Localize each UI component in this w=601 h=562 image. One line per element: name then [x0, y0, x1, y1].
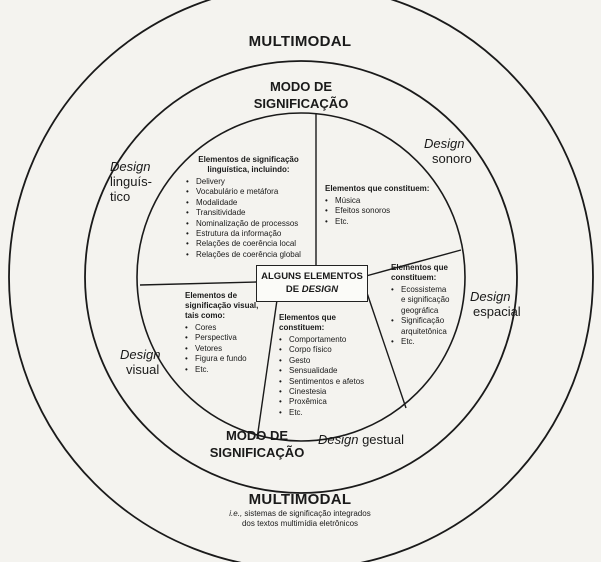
sector-sound: Elementos que constituem: Música Efeitos…	[325, 184, 435, 228]
sector-spatial-list: Ecossistema e significação geográfica Si…	[391, 285, 455, 348]
list-item: Perspectiva	[185, 333, 273, 344]
design-spatial-word: espacial	[473, 303, 521, 319]
center-line2: DE DESIGN	[286, 284, 338, 296]
design-linguistic-word1: linguís-	[110, 173, 152, 189]
outer-bottom-note: i.e., sistemas de significação integrado…	[200, 509, 400, 530]
sector-visual-title: Elementos de significação visual, tais c…	[185, 291, 273, 321]
sector-gestural-title1: Elementos que	[279, 313, 336, 322]
list-item: Significação	[391, 316, 455, 327]
list-item: Etc.	[279, 408, 379, 419]
list-item: Figura e fundo	[185, 354, 273, 365]
design-linguistic-italic: Design	[110, 159, 151, 174]
sector-linguistic-list: Delivery Vocabulário e metáfora Modalida…	[186, 177, 311, 261]
list-item: Modalidade	[186, 198, 311, 209]
center-line2-prefix: DE	[285, 283, 302, 295]
sector-spatial-title2: constituem:	[391, 273, 437, 282]
list-item: Relações de coerência local	[186, 239, 311, 250]
list-item: Cores	[185, 323, 273, 334]
design-sound-italic: Design	[424, 136, 465, 151]
list-item: Proxêmica	[279, 397, 379, 408]
sector-gestural-list: Comportamento Corpo físico Gesto Sensual…	[279, 335, 379, 419]
list-item: Etc.	[185, 365, 273, 376]
mode-title-bottom: MODO DE SIGNIFICAÇÃO	[192, 428, 322, 462]
list-item: Nominalização de processos	[186, 219, 311, 230]
note-prefix: i.e.,	[229, 509, 243, 518]
divider-sound-spatial	[365, 249, 462, 277]
sector-visual: Elementos de significação visual, tais c…	[185, 291, 273, 375]
design-gestural-italic: Design	[318, 432, 359, 447]
list-item: Sensualidade	[279, 366, 379, 377]
list-item: Vetores	[185, 344, 273, 355]
middle-circle-modes	[84, 60, 518, 494]
sector-spatial-title: Elementos que constituem:	[391, 263, 455, 283]
note-line2: dos textos multimídia eletrônicos	[241, 519, 359, 529]
design-spatial-label: Design espacial	[470, 289, 540, 320]
divider-visual-linguistic	[139, 281, 257, 286]
design-gestural-label: Design gestual	[318, 432, 438, 448]
list-item-continuation: arquitetônica	[401, 326, 447, 336]
list-item-continuation: geográfica	[401, 305, 439, 315]
center-box: ALGUNS ELEMENTOS DE DESIGN	[256, 265, 368, 302]
list-item: Comportamento	[279, 335, 379, 346]
design-gestural-word: gestual	[358, 432, 405, 447]
sector-visual-title3: tais como:	[185, 311, 226, 320]
design-visual-label: Design visual	[120, 347, 180, 378]
list-item: Etc.	[391, 337, 455, 348]
sector-visual-title1: Elementos de	[185, 291, 238, 300]
sector-sound-title: Elementos que constituem:	[325, 184, 430, 193]
list-item: Delivery	[186, 177, 311, 188]
sector-visual-title2: significação visual,	[185, 301, 259, 310]
sector-gestural: Elementos que constituem: Comportamento …	[279, 313, 379, 419]
sector-visual-list: Cores Perspectiva Vetores Figura e fundo…	[185, 323, 273, 375]
mode-top-line1: MODO DE	[269, 79, 333, 94]
list-item: Vocabulário e metáfora	[186, 187, 311, 198]
list-item: Cinestesia	[279, 387, 379, 398]
sector-spatial-title1: Elementos que	[391, 263, 448, 272]
list-item: Gesto	[279, 356, 379, 367]
design-linguistic-word2: tico	[110, 188, 131, 204]
list-item-continuation: e significação	[401, 295, 450, 305]
design-sound-label: Design sonoro	[424, 136, 494, 167]
sector-linguistic-title1: Elementos de significação	[198, 155, 299, 164]
mode-bottom-line2: SIGNIFICAÇÃO	[209, 444, 305, 460]
design-linguistic-label: Design linguís- tico	[110, 159, 170, 205]
list-item: Etc.	[325, 217, 435, 228]
outer-title-bottom: MULTIMODAL	[248, 491, 352, 508]
design-spatial-italic: Design	[470, 289, 511, 304]
sector-linguistic: Elementos de significação linguística, i…	[186, 155, 311, 261]
list-item: Sentimentos e afetos	[279, 377, 379, 388]
outer-title-top: MULTIMODAL	[248, 33, 352, 50]
mode-top-line2: SIGNIFICAÇÃO	[253, 95, 349, 111]
design-visual-italic: Design	[120, 347, 161, 362]
mode-title-top: MODO DE SIGNIFICAÇÃO	[236, 79, 366, 113]
sector-linguistic-title: Elementos de significação linguística, i…	[186, 155, 311, 175]
list-item: Relações de coerência global	[186, 250, 311, 261]
sector-gestural-title: Elementos que constituem:	[279, 313, 379, 333]
sector-gestural-title2: constituem:	[279, 323, 325, 332]
list-item: Ecossistema	[391, 285, 455, 296]
outer-circle-multimodal	[8, 0, 594, 562]
list-item: Corpo físico	[279, 345, 379, 356]
design-visual-word: visual	[126, 361, 160, 377]
sector-sound-list: Música Efeitos sonoros Etc.	[325, 196, 435, 228]
center-line1: ALGUNS ELEMENTOS	[261, 271, 363, 283]
divider-spatial-gestural	[365, 289, 407, 409]
list-item: Efeitos sonoros	[325, 206, 435, 217]
list-item: Transitividade	[186, 208, 311, 219]
note-line1: sistemas de significação integrados	[242, 509, 371, 518]
list-item: Música	[325, 196, 435, 207]
list-item: Estrutura da informação	[186, 229, 311, 240]
inner-circle-elements	[136, 112, 466, 442]
design-sound-word: sonoro	[432, 150, 472, 166]
sector-spatial: Elementos que constituem: Ecossistema e …	[391, 263, 455, 348]
center-line2-italic: DESIGN	[301, 283, 339, 295]
mode-bottom-line1: MODO DE	[225, 428, 289, 443]
sector-linguistic-title2: linguística, incluindo:	[207, 165, 290, 174]
